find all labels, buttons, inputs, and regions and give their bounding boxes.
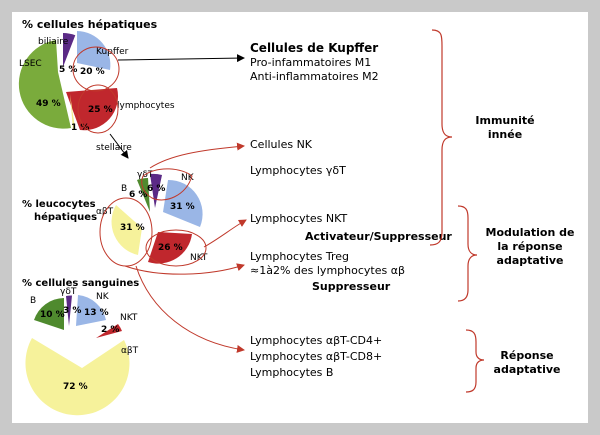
brace-adaptive <box>465 329 485 393</box>
pie-blood-value-b: 10 % <box>40 310 65 320</box>
pie-leuco-value-nkt: 26 % <box>158 243 183 253</box>
kupffer-m1: Pro-infammatoires M1 <box>250 56 371 69</box>
pie-hepatic-value-kupffer: 20 % <box>80 67 105 77</box>
treg-percentage: ≈1à2% des lymphocytes αβ <box>250 264 405 277</box>
brace-modulation <box>457 205 478 302</box>
arrow-to-adaptive <box>135 265 245 353</box>
pie-hepatic <box>18 31 119 131</box>
pie-hepatic-label-biliaire: biliaire <box>38 37 69 47</box>
pie-leuco-value-ab: 31 % <box>120 223 145 233</box>
slice-nkt <box>96 324 122 338</box>
pie-blood-label-ab: αβT <box>121 346 139 356</box>
slice-nk <box>76 295 106 326</box>
slice-nkt <box>148 232 192 264</box>
slice-kupffer <box>77 31 111 70</box>
slice-b <box>137 178 150 212</box>
cd8-lymphocytes: Lymphocytes αβT-CD8+ <box>250 350 382 363</box>
pie-blood-value-nk: 13 % <box>84 308 109 318</box>
pie-hepatic-label-lymphocytes: lymphocytes <box>117 101 175 111</box>
innee-line2: innée <box>488 128 522 141</box>
activateur-suppresseur: Activateur/Suppresseur <box>305 230 452 243</box>
pie-leuco-label-gd: γδT <box>137 170 154 180</box>
pie-leuco <box>111 173 203 264</box>
pie-leuco-value-gd: 6 % <box>147 184 165 194</box>
pie-blood-value-nkt: 2 % <box>101 325 119 335</box>
pie-blood-value-gd: 3 % <box>63 306 81 316</box>
nkt-highlight <box>145 229 207 267</box>
modulation-line3: adaptative <box>497 254 564 267</box>
arrow-to-kupffer <box>117 54 245 63</box>
arrow-to-leucocytes <box>109 133 129 159</box>
pie-blood-label-nk: NK <box>96 292 110 302</box>
lymphocytes-highlight <box>77 84 119 134</box>
pie-hepatic-title: % cellules hépatiques <box>22 18 158 31</box>
pie-hepatic-label-kupffer: Kupffer <box>96 47 129 57</box>
nk-cells: Cellules NK <box>250 138 313 151</box>
b-lymphocytes: Lymphocytes B <box>250 366 333 379</box>
arrow-to-nk <box>149 142 245 169</box>
pie-leuco-label-nkt: NKT <box>190 253 208 263</box>
kupffer-highlight <box>72 46 120 92</box>
pie-leuco-label-b: B <box>121 184 127 194</box>
slice-biliaire <box>63 33 76 67</box>
slice-lymphocytes <box>66 88 119 131</box>
pie-leuco-title-l2: hépatiques <box>34 211 97 223</box>
pie-leuco-label-nk: NK <box>181 173 195 183</box>
pie-blood-label-gd: γδT <box>60 287 77 297</box>
slice-b <box>34 298 64 330</box>
gd-lymphocytes: Lymphocytes γδT <box>250 164 346 177</box>
pie-leuco-value-nk: 31 % <box>170 202 195 212</box>
pie-blood <box>25 295 130 416</box>
slice-ab <box>111 205 142 255</box>
pie-hepatic-value-lsec: 49 % <box>36 99 61 109</box>
pie-leuco-title-l1: % leucocytes <box>22 199 96 210</box>
pie-hepatic-label-stellaire: stellaire <box>96 143 132 153</box>
brace-innate <box>429 29 453 246</box>
pie-blood-label-b: B <box>30 296 36 306</box>
pie-blood-title: % cellules sanguines <box>22 278 139 289</box>
slice-ab <box>25 338 130 416</box>
treg-lymphocytes: Lymphocytes Treg <box>250 250 349 263</box>
pie-hepatic-value-stellaire: 1 % <box>71 123 89 133</box>
reponse-line2: adaptative <box>494 363 561 376</box>
innee-line1: Immunité <box>475 114 534 127</box>
slice-lsec <box>18 40 71 129</box>
pie-hepatic-value-lymphocytes: 25 % <box>88 105 113 115</box>
kupffer-m2: Anti-inflammatoires M2 <box>250 70 379 83</box>
slice-gd <box>66 295 72 326</box>
kupffer-title: Cellules de Kupffer <box>250 41 378 55</box>
pie-blood-value-ab: 72 % <box>63 382 88 392</box>
slice-gd <box>150 173 162 208</box>
pie-hepatic-label-lsec: LSEC <box>19 59 42 69</box>
nkt-lymphocytes: Lymphocytes NKT <box>250 212 347 225</box>
slice-nk <box>163 179 203 227</box>
reponse-line1: Réponse <box>500 349 553 362</box>
gd-nk-highlight <box>141 168 193 201</box>
suppresseur: Suppresseur <box>312 280 391 293</box>
modulation-line2: la réponse <box>497 240 562 253</box>
pie-leuco-value-b: 6 % <box>129 190 147 200</box>
modulation-line1: Modulation de <box>486 226 575 239</box>
pie-blood-label-nkt: NKT <box>120 313 138 323</box>
pie-hepatic-value-biliaire: 5 % <box>59 65 77 75</box>
arrow-to-nkt <box>203 219 247 248</box>
slice-stellaire <box>70 94 75 130</box>
cd4-lymphocytes: Lymphocytes αβT-CD4+ <box>250 334 382 347</box>
